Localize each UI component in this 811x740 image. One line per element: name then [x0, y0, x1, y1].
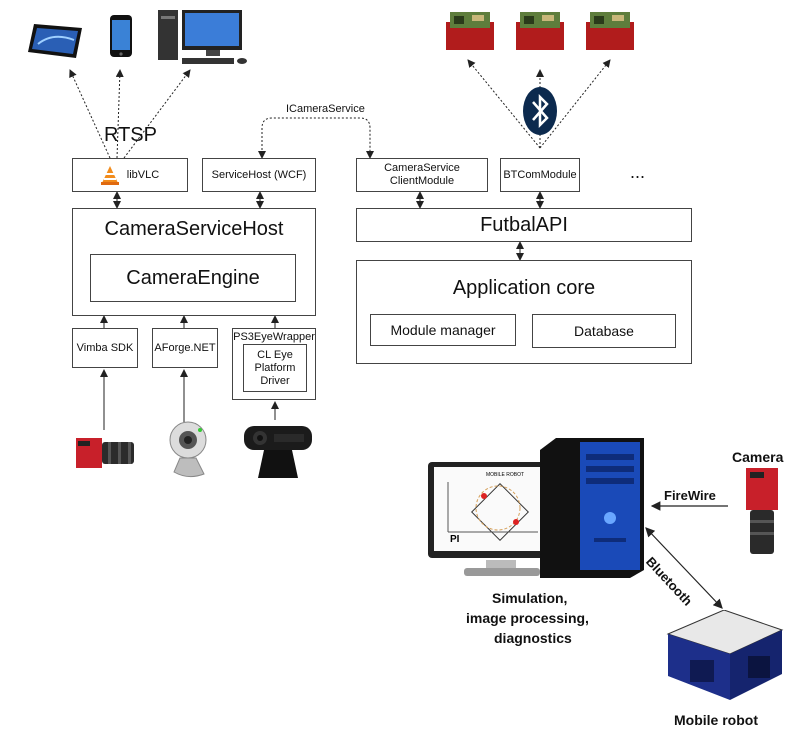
- camera-service-host-label: CameraServiceHost: [104, 218, 284, 240]
- industrial-camera-photo: [74, 432, 138, 472]
- camera-service-client-line2: ClientModule: [389, 175, 455, 187]
- libvlc-box: libVLC: [72, 158, 188, 192]
- futbal-api-box: FutbalAPI: [356, 208, 692, 242]
- tablet-icon: [28, 20, 84, 60]
- camera-service-client-box: CameraService ClientModule: [356, 158, 488, 192]
- camera-label: Camera: [732, 449, 784, 465]
- application-core-label: Application core: [452, 277, 596, 299]
- bluetooth-icon: [522, 86, 558, 136]
- rtsp-arrows: [69, 69, 191, 159]
- caption-line1: Simulation,: [492, 590, 568, 606]
- service-host-box: ServiceHost (WCF): [202, 158, 316, 192]
- camera-engine-box: CameraEngine: [90, 254, 296, 302]
- robot-photo-2: [514, 6, 566, 52]
- bt-com-module-label: BTComModule: [503, 169, 577, 181]
- aforge-net-label: AForge.NET: [154, 342, 216, 354]
- camera-service-client-line1: CameraService: [384, 162, 460, 174]
- icamera-service-label: ICameraService: [286, 103, 365, 115]
- cl-eye-line2: Platform: [254, 361, 296, 374]
- screen-pi: PI: [450, 534, 460, 545]
- firewire-camera-photo: [742, 468, 782, 558]
- mobile-robot-photo: [660, 609, 788, 702]
- smartphone-icon: [106, 14, 136, 58]
- cl-eye-line1: CL Eye: [257, 348, 293, 361]
- database-label: Database: [574, 323, 634, 339]
- pc-tower-photo: [540, 438, 648, 578]
- robot-photo-3: [584, 6, 636, 52]
- aforge-net-box: AForge.NET: [152, 328, 218, 368]
- bt-com-module-box: BTComModule: [500, 158, 580, 192]
- firewire-label: FireWire: [664, 488, 716, 503]
- caption-line2: image processing,: [466, 610, 589, 626]
- libvlc-label: libVLC: [126, 169, 160, 181]
- vimba-sdk-label: Vimba SDK: [76, 342, 134, 354]
- database-box: Database: [532, 314, 676, 348]
- futbal-api-label: FutbalAPI: [480, 213, 568, 236]
- application-core-box: Application core: [356, 260, 692, 364]
- vlc-cone-icon: [100, 166, 119, 185]
- ps3-eye-camera-photo: [240, 422, 316, 484]
- desktop-computer-icon: [158, 8, 248, 66]
- rtsp-label: RTSP: [104, 124, 157, 146]
- cl-eye-line3: Driver: [260, 374, 290, 387]
- webcam-photo: [160, 418, 216, 482]
- ellipsis-label: ...: [630, 162, 646, 182]
- service-host-label: ServiceHost (WCF): [211, 169, 307, 181]
- cl-eye-driver-box: CL Eye Platform Driver: [243, 344, 307, 392]
- icamera-service-link: [258, 117, 374, 159]
- vimba-sdk-box: Vimba SDK: [72, 328, 138, 368]
- module-manager-box: Module manager: [370, 314, 516, 346]
- ps3-eye-wrapper-label: PS3EyeWrapper: [233, 331, 315, 343]
- camera-engine-label: CameraEngine: [126, 266, 260, 289]
- robot-photo-1: [444, 6, 496, 52]
- mobile-robot-label: Mobile robot: [674, 712, 758, 728]
- module-manager-label: Module manager: [390, 322, 496, 338]
- screen-title: MOBILE ROBOT: [486, 472, 524, 478]
- caption-line3: diagnostics: [494, 630, 572, 646]
